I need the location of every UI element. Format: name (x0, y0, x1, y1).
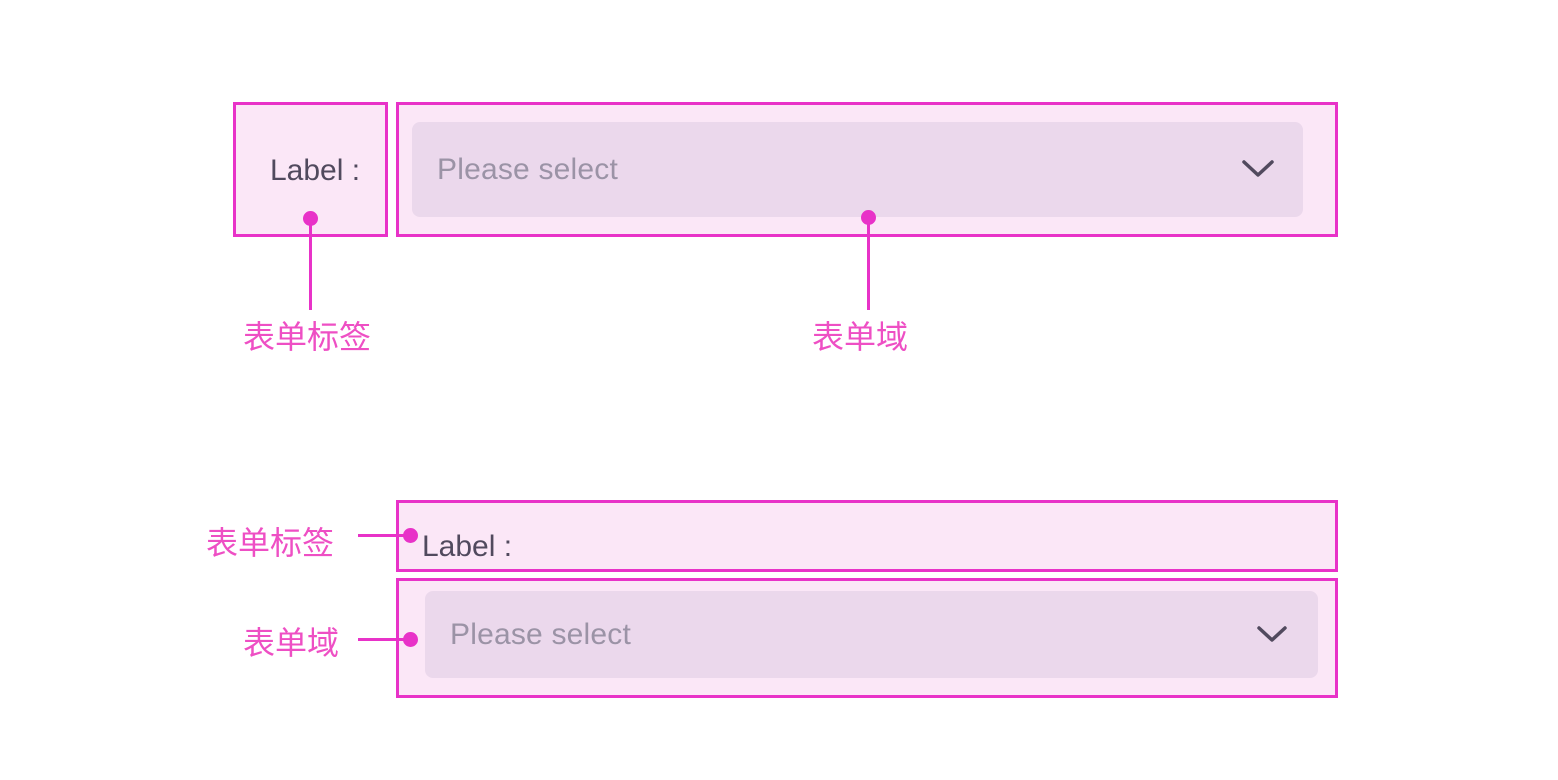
horizontal-label-annotation: 表单标签 (243, 318, 372, 356)
vertical-field-leader-line (358, 638, 410, 641)
horizontal-label-text: Label : (270, 154, 361, 187)
vertical-select-placeholder: Please select (450, 617, 632, 651)
vertical-label-text: Label : (422, 530, 513, 563)
chevron-down-icon[interactable] (1256, 624, 1288, 645)
chevron-down-icon[interactable] (1241, 158, 1275, 180)
horizontal-field-leader-line (867, 217, 870, 310)
horizontal-select-placeholder: Please select (437, 152, 619, 186)
vertical-label-box (396, 500, 1338, 572)
vertical-select-control[interactable]: Please select (425, 591, 1318, 678)
vertical-label-annotation: 表单标签 (206, 524, 335, 562)
vertical-label-leader-dot (403, 528, 418, 543)
horizontal-label-leader-line (309, 218, 312, 310)
horizontal-select-control[interactable]: Please select (412, 122, 1303, 217)
vertical-field-leader-dot (403, 632, 418, 647)
vertical-field-annotation: 表单域 (243, 624, 340, 662)
vertical-label-leader-line (358, 534, 410, 537)
horizontal-field-annotation: 表单域 (812, 318, 909, 356)
